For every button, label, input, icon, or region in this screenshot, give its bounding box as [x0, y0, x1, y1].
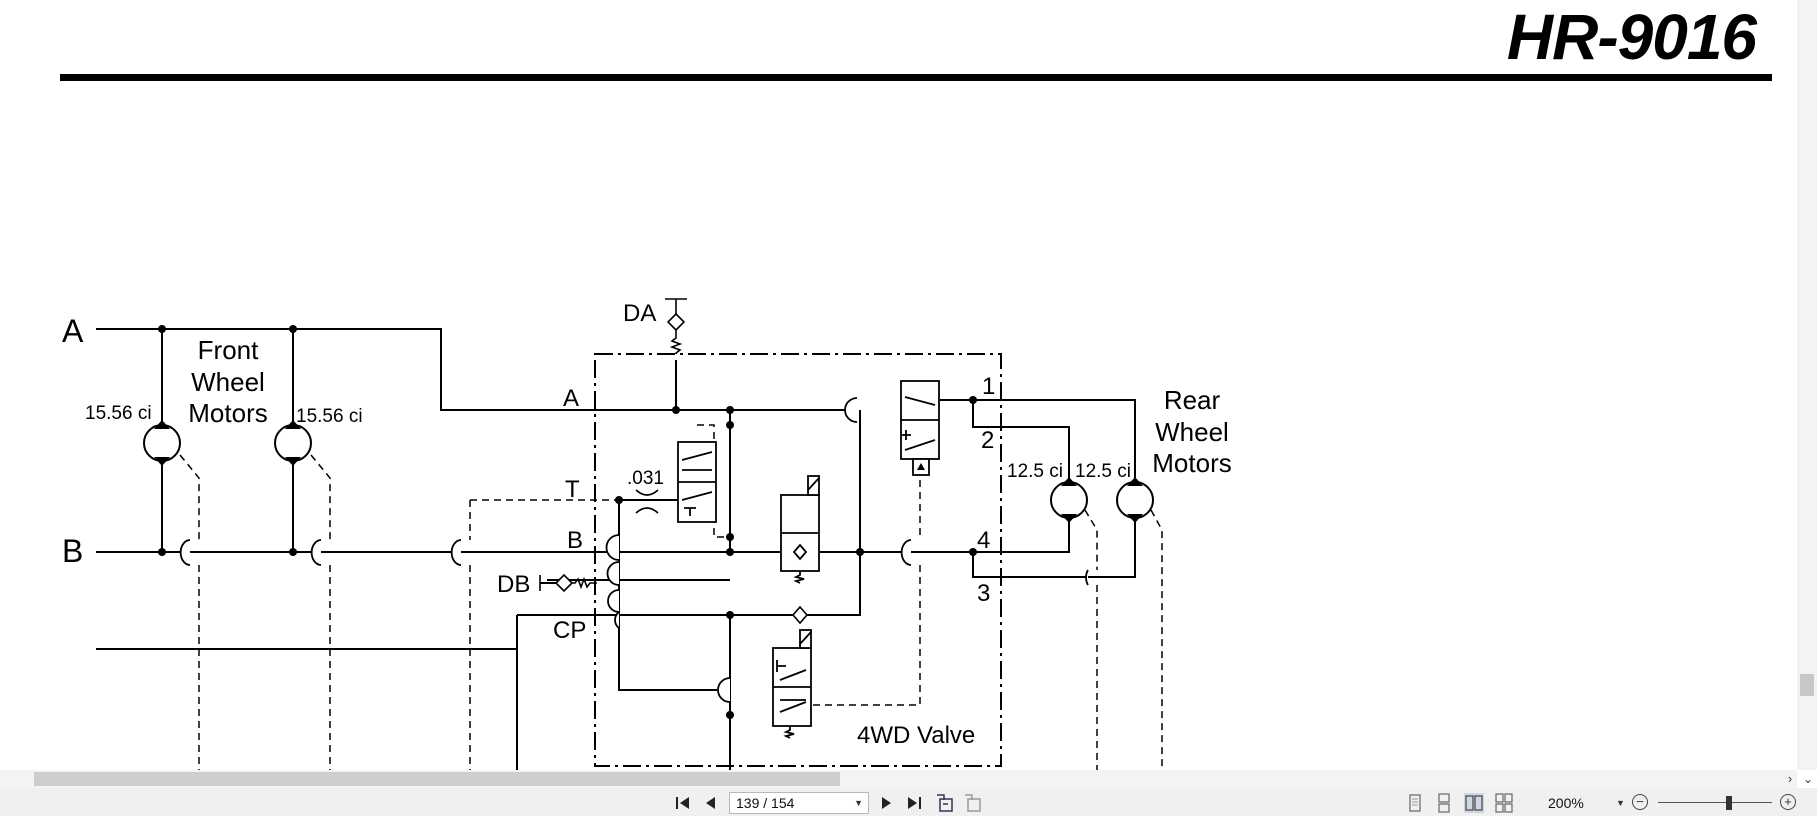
page-number-text: 139 / 154	[736, 795, 795, 811]
rear-motors-label-line2: Wheel	[1155, 417, 1229, 447]
first-page-button[interactable]	[672, 792, 694, 814]
port-t-label: T	[565, 476, 580, 503]
rear-motor-2-icon	[1116, 477, 1154, 523]
cp-check-icon	[791, 605, 809, 625]
hydraulic-schematic: A B Front Wheel Motors 15.56 ci 15.56 ci…	[62, 298, 1232, 770]
zoom-slider-thumb[interactable]	[1726, 796, 1732, 810]
orifice-label: .031	[627, 468, 664, 489]
next-page-button[interactable]	[875, 792, 897, 814]
valve-label: 4WD Valve	[857, 722, 975, 749]
scroll-right-icon[interactable]: ›	[1787, 771, 1793, 786]
zoom-dropdown-icon[interactable]: ▼	[1616, 798, 1625, 808]
chevron-down-icon[interactable]: ⌄	[1802, 772, 1814, 786]
last-page-icon	[908, 797, 921, 809]
zoom-level[interactable]: 200%	[1548, 795, 1584, 811]
two-page-continuous-view-icon	[1495, 793, 1513, 813]
front-motors-label-line1: Front	[198, 335, 259, 365]
port-a-label: A	[563, 385, 579, 412]
delete-page-icon	[965, 794, 981, 812]
line-b-label: B	[62, 533, 83, 569]
port-b-label: B	[567, 527, 583, 554]
vertical-scroll-thumb[interactable]	[1800, 674, 1814, 696]
directional-valve-icon	[900, 380, 940, 476]
title-rule	[60, 74, 1772, 81]
first-page-icon	[676, 797, 689, 809]
solenoid-check-valve-icon	[780, 475, 820, 584]
port-1-label: 1	[982, 373, 995, 400]
prev-page-icon	[706, 797, 715, 809]
zoom-in-icon[interactable]: +	[1780, 794, 1796, 810]
next-page-icon	[882, 797, 891, 809]
insert-page-icon	[937, 794, 953, 812]
port-3-label: 3	[977, 580, 990, 607]
pilot-spool-valve-icon	[677, 441, 717, 523]
vertical-scrollbar[interactable]	[1797, 0, 1817, 770]
horizontal-scroll-thumb[interactable]	[34, 772, 840, 786]
single-page-view-button[interactable]	[1405, 793, 1425, 813]
port-cp-label: CP	[553, 617, 586, 644]
front-motor-1-disp: 15.56 ci	[85, 403, 152, 424]
last-page-button[interactable]	[903, 792, 925, 814]
line-a-label: A	[62, 313, 84, 349]
delete-page-button[interactable]	[962, 792, 984, 814]
port-4-label: 4	[977, 527, 990, 554]
orifice-icon	[635, 489, 659, 514]
zoom-slider-track[interactable]	[1658, 802, 1772, 803]
page-number-field[interactable]: 139 / 154 ▼	[729, 792, 869, 814]
page-dropdown-icon[interactable]: ▼	[854, 798, 863, 808]
rear-motor-1-icon	[1050, 477, 1088, 523]
single-page-view-icon	[1409, 794, 1421, 812]
document-page: HR-9016	[60, 1, 1772, 770]
front-motors-label-line3: Motors	[188, 398, 267, 428]
two-page-continuous-view-button[interactable]	[1494, 793, 1514, 813]
front-motors-label-line2: Wheel	[191, 367, 265, 397]
db-port-check-icon	[539, 573, 597, 593]
port-2-label: 2	[981, 427, 994, 454]
front-motor-1-icon	[143, 420, 181, 466]
rear-motor-2-disp: 12.5 ci	[1075, 461, 1131, 482]
rear-motors-label-line1: Rear	[1164, 385, 1221, 415]
two-page-view-button[interactable]	[1464, 793, 1484, 813]
da-port-check-icon	[665, 298, 687, 354]
front-motor-2-icon	[274, 420, 312, 466]
continuous-view-button[interactable]	[1434, 793, 1454, 813]
prev-page-button[interactable]	[700, 792, 722, 814]
continuous-view-icon	[1438, 793, 1450, 813]
two-page-view-icon	[1465, 795, 1483, 811]
insert-page-button[interactable]	[934, 792, 956, 814]
port-db-label: DB	[497, 571, 530, 598]
port-da-label: DA	[623, 300, 656, 327]
rear-motors-label-line3: Motors	[1152, 448, 1231, 478]
front-motor-2-disp: 15.56 ci	[296, 406, 363, 427]
document-title: HR-9016	[1506, 1, 1757, 73]
zoom-out-icon[interactable]: −	[1632, 794, 1648, 810]
rear-motor-1-disp: 12.5 ci	[1007, 461, 1063, 482]
bottom-solenoid-valve-icon	[772, 629, 812, 739]
